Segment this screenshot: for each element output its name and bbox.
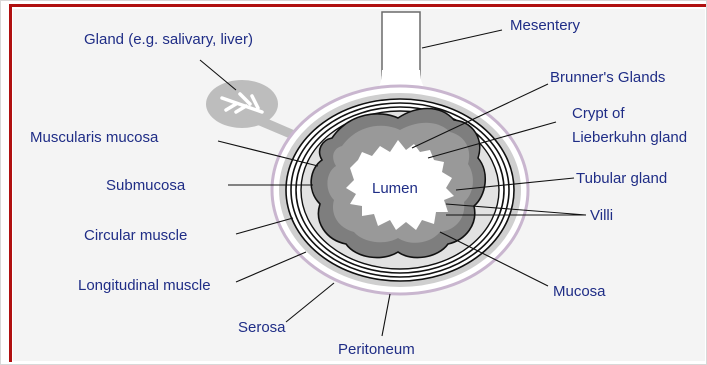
label-mucosa: Mucosa: [553, 283, 606, 300]
label-crypt-line-1: Crypt of: [572, 105, 625, 122]
leader-longitudinal-muscle: [236, 252, 306, 282]
label-submucosa: Submucosa: [106, 177, 186, 194]
label-circular-muscle: Circular muscle: [84, 227, 187, 244]
leader-mesentery: [422, 30, 502, 48]
label-lumen: Lumen: [372, 180, 418, 197]
label-muscularis-mucosa: Muscularis mucosa: [30, 129, 159, 146]
label-gland: Gland (e.g. salivary, liver): [84, 31, 253, 48]
label-brunners-glands: Brunner's Glands: [550, 69, 665, 86]
leader-peritoneum: [382, 294, 390, 336]
leader-gland: [200, 60, 236, 90]
label-serosa: Serosa: [238, 319, 286, 336]
label-mesentery: Mesentery: [510, 17, 581, 34]
label-villi: Villi: [590, 207, 613, 224]
label-longitudinal-muscle: Longitudinal muscle: [78, 277, 211, 294]
label-peritoneum: Peritoneum: [338, 341, 415, 358]
label-crypt-line-2: Lieberkuhn gland: [572, 129, 687, 146]
leader-serosa: [286, 283, 334, 322]
label-tubular-gland: Tubular gland: [576, 170, 667, 187]
